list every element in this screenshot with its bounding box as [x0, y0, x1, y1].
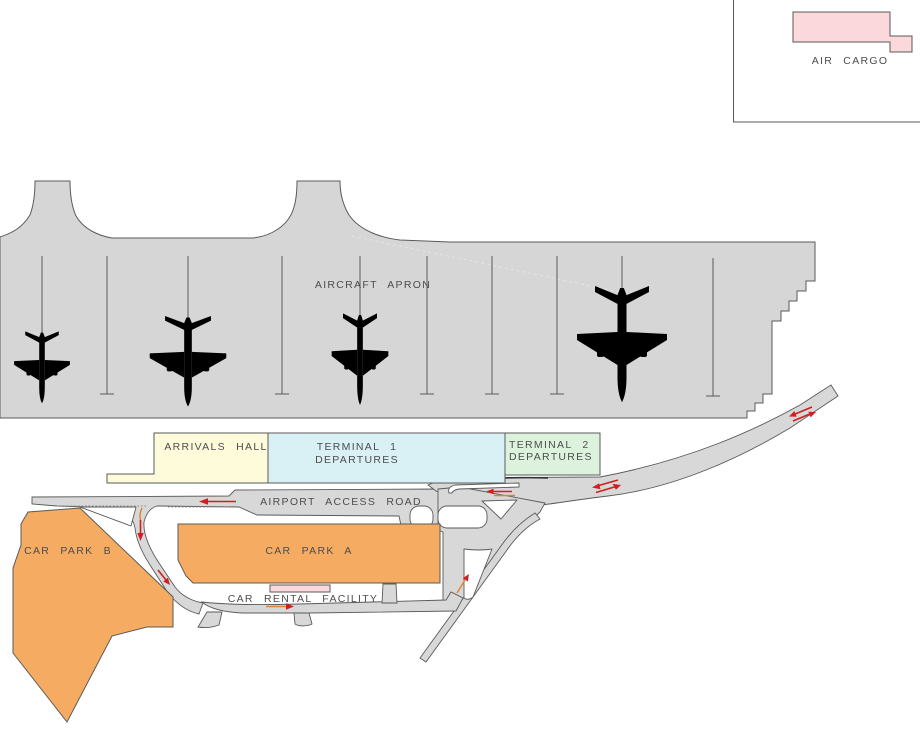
crosswalk-hatch	[57, 505, 230, 508]
terminal-2-label-line1: TERMINAL 2	[509, 439, 589, 451]
airport-access-road	[31, 488, 444, 615]
terminal-1-label-line1: TERMINAL 1	[317, 441, 397, 453]
air-cargo-building	[792, 11, 913, 53]
south-exit-road	[419, 512, 541, 663]
terminal-1-label-line2: DEPARTURES	[315, 454, 399, 466]
car-park-a-service-stub	[381, 583, 398, 604]
interchange-gap	[463, 548, 493, 600]
traffic-arrows	[137, 406, 816, 610]
aircraft-apron-area	[0, 180, 816, 419]
aircraft-apron-label: AIRCRAFT APRON	[315, 279, 431, 291]
car-park-b-label: CAR PARK B	[24, 545, 112, 557]
car-park-a-label: CAR PARK A	[265, 545, 352, 557]
rounded-island	[437, 505, 488, 529]
car-park-a-area	[177, 523, 441, 584]
junction-island	[79, 506, 137, 527]
air-cargo-frame	[733, 0, 920, 123]
air-cargo-label: AIR CARGO	[812, 55, 889, 67]
terminal-2-building	[504, 432, 601, 476]
car-rental-building	[269, 584, 331, 593]
car-rental-road-stub	[293, 612, 313, 627]
car-park-b-area	[12, 507, 174, 723]
dropoff-loop-island	[448, 482, 520, 494]
apron-construction-line	[351, 235, 621, 293]
car-rental-facility-label: CAR RENTAL FACILITY	[228, 593, 378, 605]
car-rental-road	[200, 591, 464, 614]
arrivals-hall-label: ARRIVALS HALL	[164, 441, 267, 453]
terminal-2-label-line2: DEPARTURES	[509, 451, 593, 463]
airport-access-road-label: AIRPORT ACCESS ROAD	[260, 496, 422, 508]
terminal-1-building	[267, 432, 506, 484]
car-rental-road-stub	[197, 611, 223, 629]
triangle-island	[481, 499, 518, 520]
